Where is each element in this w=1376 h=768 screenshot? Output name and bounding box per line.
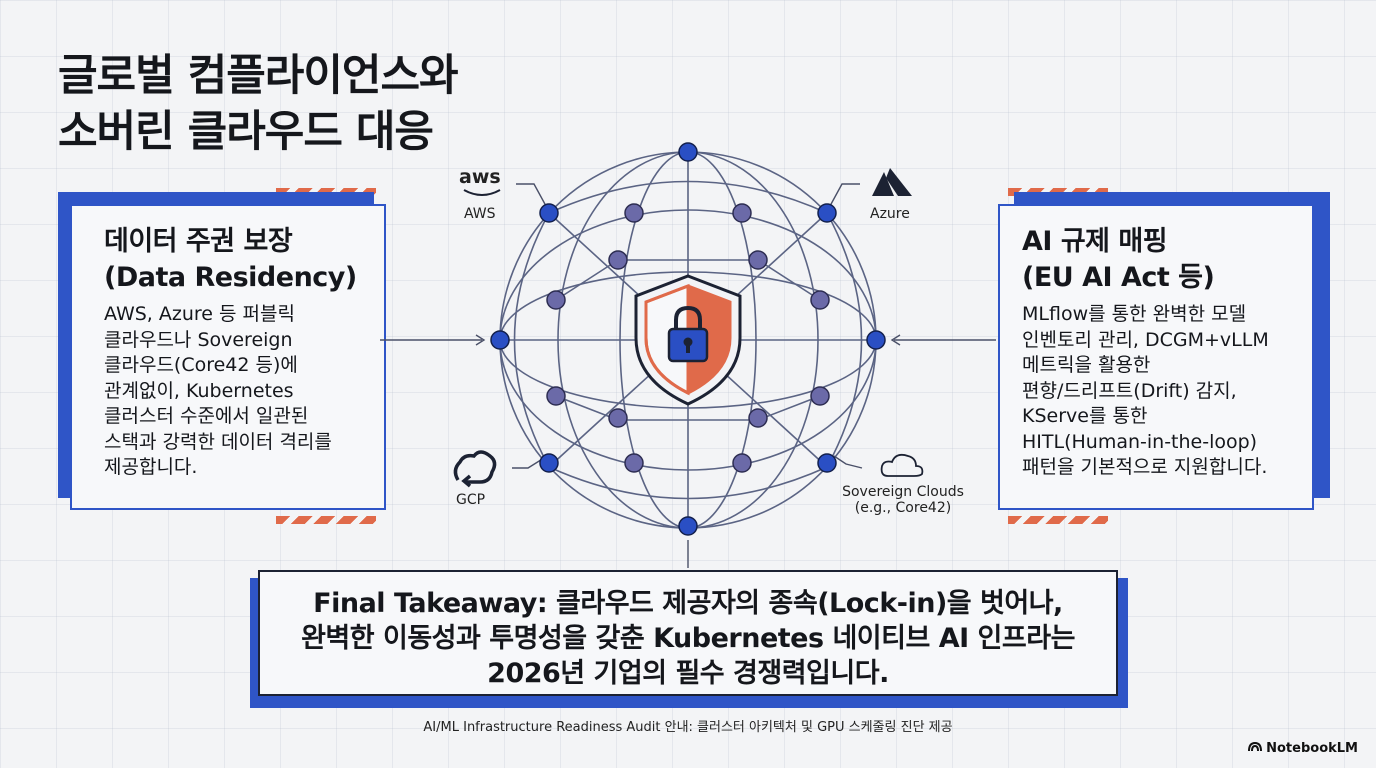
- card-body-line: 편향/드리프트(Drift) 감지,: [1022, 379, 1237, 402]
- final-takeaway-box: Final Takeaway: 클라우드 제공자의 종속(Lock-in)을 벗…: [258, 570, 1118, 696]
- card-body-line: 클라우드나 Sovereign: [104, 328, 293, 351]
- card-body-line: 인벤토리 관리, DCGM+vLLM: [1022, 328, 1269, 351]
- outer-nodes: [490, 142, 886, 536]
- card-panel: 데이터 주권 보장 (Data Residency) AWS, Azure 등 …: [70, 204, 386, 510]
- page-title-line-1: 글로벌 컴플라이언스와: [58, 51, 459, 101]
- card-heading: AI 규제 매핑 (EU AI Act 등): [1022, 224, 1215, 296]
- card-heading-line-1: AI 규제 매핑: [1022, 226, 1168, 257]
- aws-logo-text: aws: [459, 166, 501, 188]
- card-body-line: HITL(Human-in-the-loop): [1022, 430, 1258, 453]
- takeaway-line-1: Final Takeaway: 클라우드 제공자의 종속(Lock-in)을 벗…: [313, 588, 1063, 619]
- brand-badge: NotebookLM: [1248, 741, 1358, 756]
- card-body-line: 메트릭을 활용한: [1022, 354, 1151, 376]
- card-heading-line-2: (Data Residency): [104, 262, 357, 293]
- card-heading-line-1: 데이터 주권 보장: [104, 226, 293, 257]
- data-residency-card: 데이터 주권 보장 (Data Residency) AWS, Azure 등 …: [58, 188, 386, 524]
- brand-name: NotebookLM: [1266, 741, 1358, 756]
- sovereign-clouds-label-line-2: (e.g., Core42): [854, 500, 952, 516]
- notebooklm-logo-icon: [1248, 741, 1263, 756]
- connector-lines: [380, 183, 996, 568]
- card-body-line: 클러스터 수준에서 일관된: [104, 405, 309, 427]
- gcp-label: GCP: [456, 492, 486, 508]
- card-heading-line-2: (EU AI Act 등): [1022, 262, 1215, 293]
- cloud-icon: [880, 453, 924, 477]
- sovereign-clouds-label-line-1: Sovereign Clouds: [842, 484, 964, 500]
- aws-smile-icon: [463, 189, 501, 196]
- page-title: 글로벌 컴플라이언스와 소버린 클라우드 대응: [58, 48, 459, 160]
- takeaway-line-2: 완벽한 이동성과 투명성을 갖춘 Kubernetes 네이티브 AI 인프라는: [301, 623, 1075, 654]
- azure-label: Azure: [870, 206, 910, 222]
- decorative-stripes: [276, 516, 376, 524]
- card-body-line: KServe를 통한: [1022, 405, 1148, 427]
- takeaway-line-3: 2026년 기업의 필수 경쟁력입니다.: [487, 658, 889, 689]
- card-body-line: 관계없이, Kubernetes: [104, 379, 294, 402]
- footer-note: AI/ML Infrastructure Readiness Audit 안내:…: [423, 720, 953, 735]
- inner-nodes: [546, 203, 830, 473]
- aws-label: AWS: [464, 206, 496, 222]
- card-body-line: 클라우드(Core42 등)에: [104, 354, 298, 376]
- card-body-line: 패턴을 기본적으로 지원합니다.: [1022, 456, 1268, 478]
- azure-logo-icon: [872, 168, 912, 196]
- page-title-line-2: 소버린 클라우드 대응: [58, 107, 434, 157]
- sovereign-clouds-label: Sovereign Clouds (e.g., Core42): [832, 484, 974, 516]
- card-body-line: MLflow를 통한 완벽한 모델: [1022, 303, 1247, 325]
- card-body: MLflow를 통한 완벽한 모델 인벤토리 관리, DCGM+vLLM 메트릭…: [1022, 302, 1269, 481]
- card-panel: AI 규제 매핑 (EU AI Act 등) MLflow를 통한 완벽한 모델…: [998, 204, 1314, 510]
- decorative-stripes: [1008, 516, 1108, 524]
- card-body-line: AWS, Azure 등 퍼블릭: [104, 303, 295, 325]
- ai-regulation-card: AI 규제 매핑 (EU AI Act 등) MLflow를 통한 완벽한 모델…: [998, 188, 1330, 524]
- card-body-line: 스택과 강력한 데이터 격리를: [104, 430, 332, 453]
- card-heading: 데이터 주권 보장 (Data Residency): [104, 224, 357, 296]
- shield-lock-icon: [634, 274, 742, 406]
- card-body-line: 제공합니다.: [104, 456, 198, 478]
- card-body: AWS, Azure 등 퍼블릭 클라우드나 Sovereign 클라우드(Co…: [104, 302, 332, 481]
- gcp-cloud-icon: [453, 450, 497, 488]
